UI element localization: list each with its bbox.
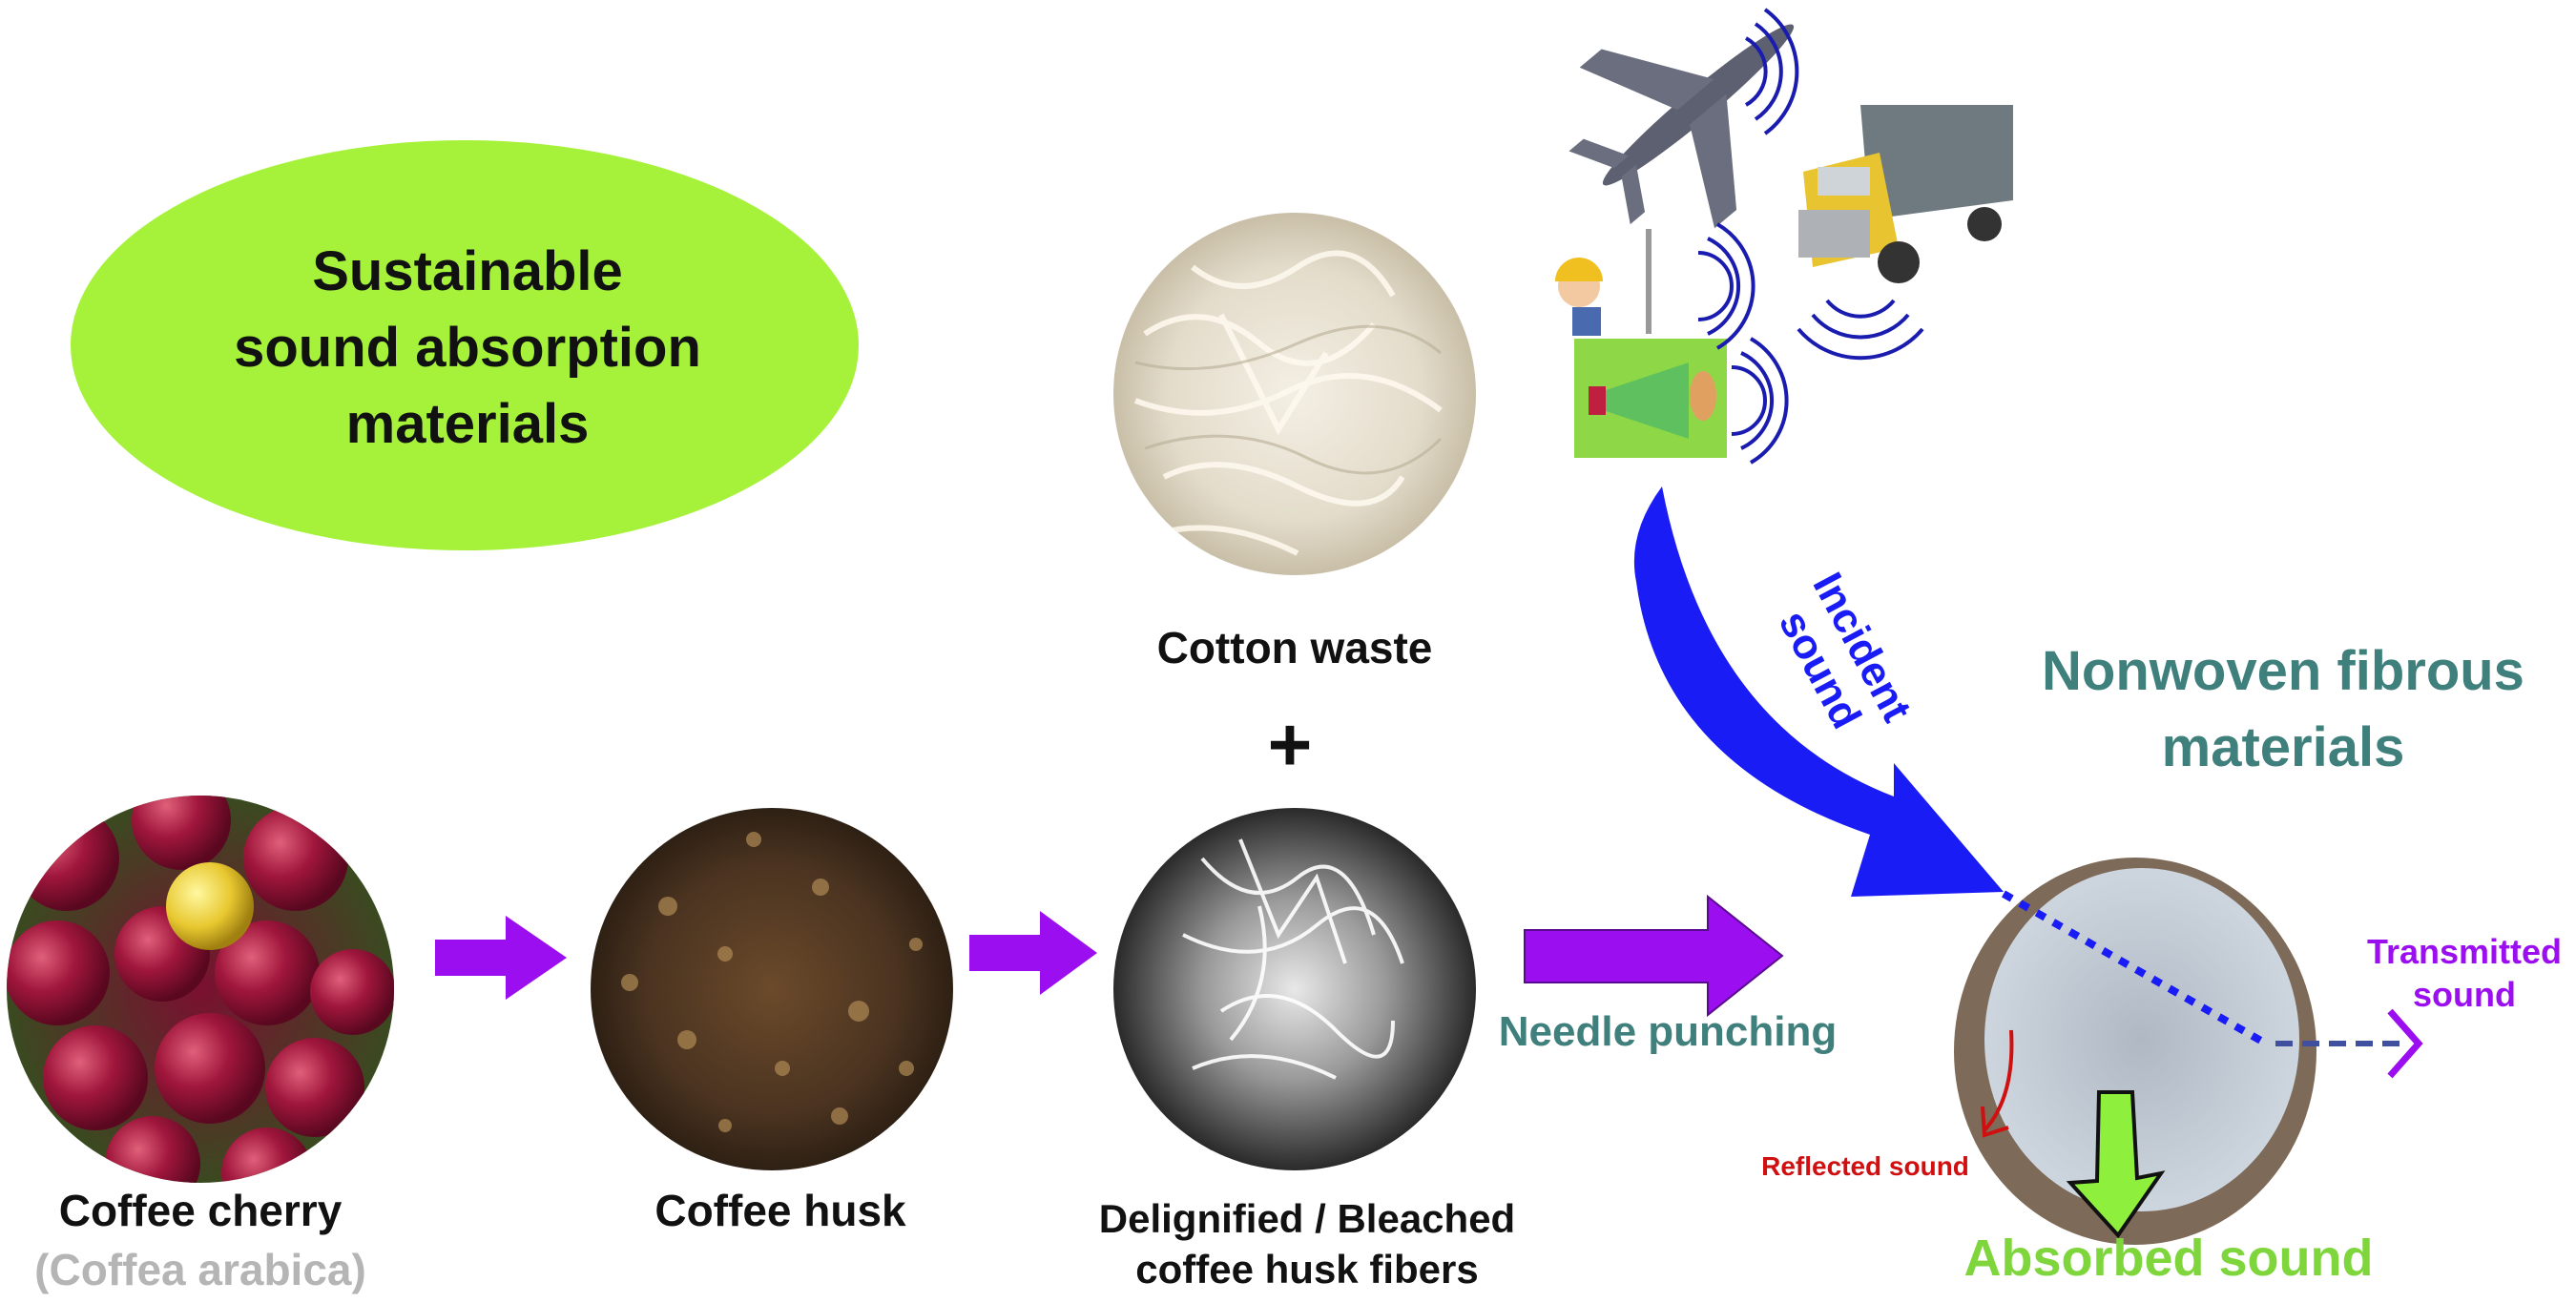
sound-path-through-material (2002, 890, 2268, 1047)
coffee-cherry-label: Coffee cherry (59, 1186, 343, 1235)
nonwoven-disk-image (1954, 858, 2316, 1245)
megaphone-ear-icon (1574, 339, 1727, 458)
arrow-husk-to-fibers (969, 911, 1097, 995)
incident-sound-arrow (1633, 486, 2004, 897)
reflected-sound-label: Reflected sound (1761, 1151, 1969, 1181)
needle-punching-label: Needle punching (1499, 1008, 1837, 1055)
reflected-sound-arrow (1981, 1029, 2014, 1138)
absorbed-sound-label: Absorbed sound (1964, 1230, 2374, 1287)
worker-icon (1555, 229, 1652, 336)
arrow-cherry-to-husk (435, 916, 567, 1000)
transmitted-sound-arrowhead (2387, 1008, 2423, 1079)
product-label-line-2: materials (2162, 716, 2405, 778)
title-line-1: Sustainable (312, 240, 623, 302)
title-ellipse: Sustainable sound absorption materials (71, 140, 859, 550)
cotton-waste-label: Cotton waste (1157, 623, 1433, 672)
transmitted-sound-label-line-1: Transmitted (2367, 932, 2562, 971)
title-line-3: materials (346, 393, 590, 455)
coffee-cherry-image (7, 796, 394, 1183)
absorbed-sound-arrow (2066, 1090, 2166, 1239)
plus-sign: + (1268, 702, 1313, 787)
coffee-husk-image (591, 808, 953, 1170)
fibers-label-line-1: Delignified / Bleached (1099, 1196, 1515, 1241)
fibers-label-line-2: coffee husk fibers (1135, 1247, 1478, 1292)
coffee-husk-label: Coffee husk (654, 1186, 906, 1235)
cotton-waste-image (1113, 213, 1476, 575)
product-label-line-1: Nonwoven fibrous (2042, 640, 2524, 702)
jet-icon (1568, 24, 1795, 229)
sound-waves-icon (1697, 8, 1924, 465)
fibers-image (1113, 808, 1476, 1170)
arrow-needle-punching (1524, 894, 1784, 1018)
coffee-cherry-sublabel: (Coffea arabica) (34, 1245, 366, 1294)
title-line-2: sound absorption (234, 317, 701, 379)
truck-icon (1798, 105, 2013, 283)
noise-sources-image (1555, 8, 2013, 465)
transmitted-sound-label-line-2: sound (2413, 975, 2516, 1014)
